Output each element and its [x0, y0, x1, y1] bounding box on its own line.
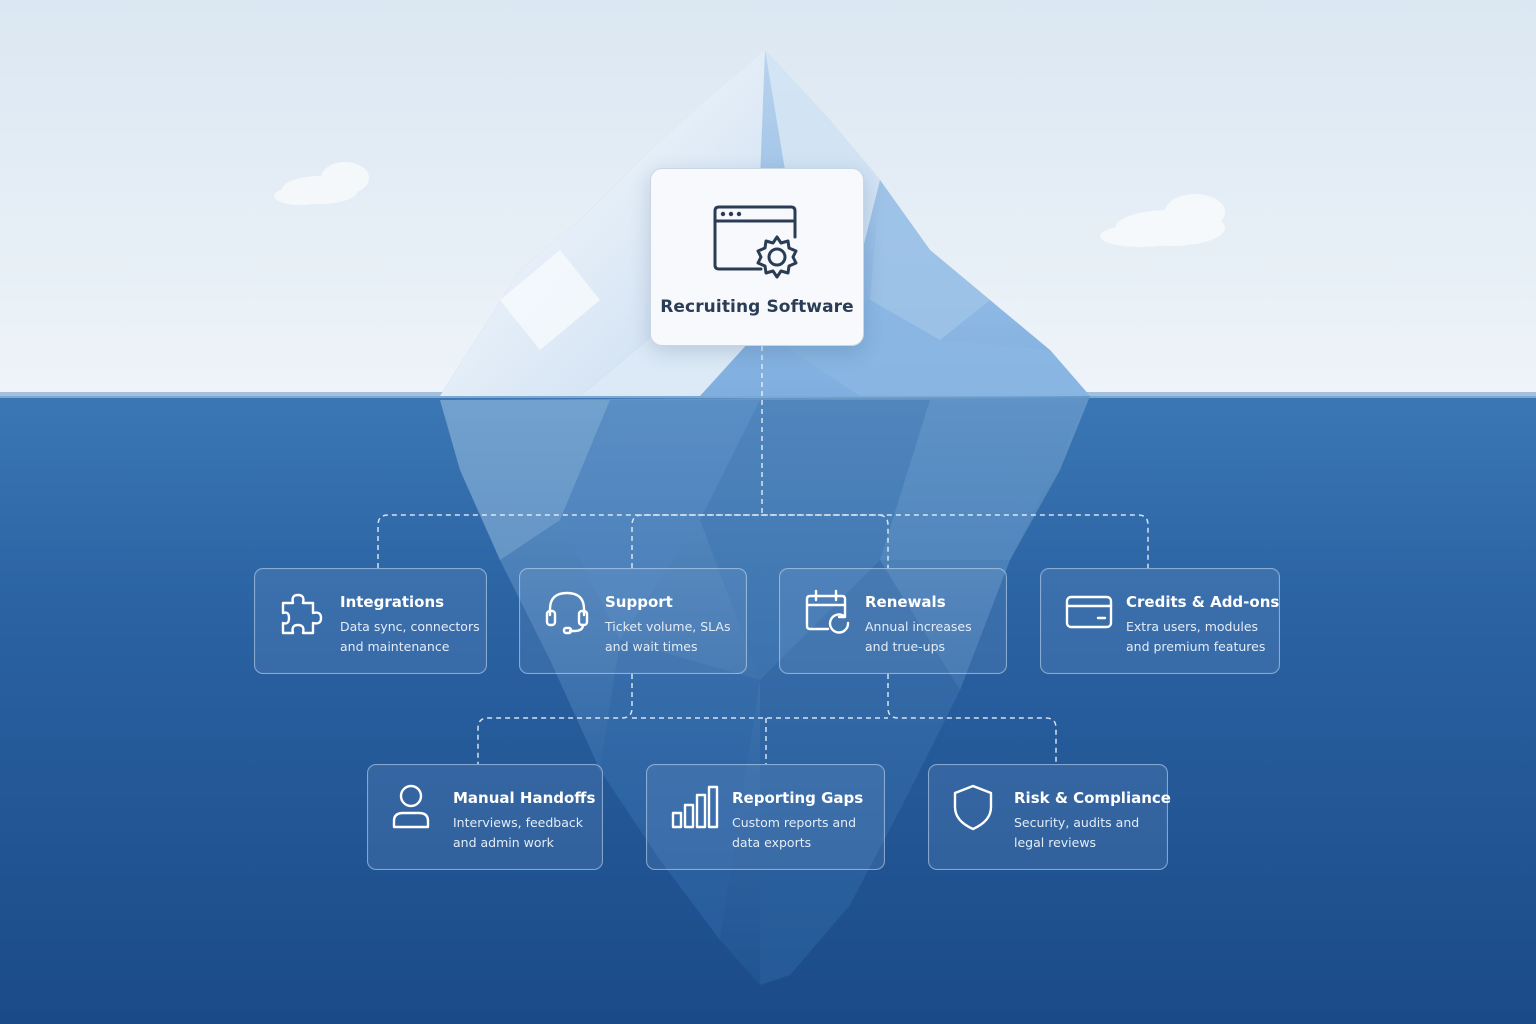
card-renewals[interactable]: Renewals Annual increases and true-ups [779, 568, 1007, 674]
card-integrations[interactable]: Integrations Data sync, connectors and m… [254, 568, 487, 674]
support-desc: Ticket volume, SLAs and wait times [605, 619, 731, 654]
browser-gear-icon [713, 205, 798, 279]
calendar-refresh-icon [805, 589, 850, 634]
card-support[interactable]: Support Ticket volume, SLAs and wait tim… [519, 568, 747, 674]
integrations-title: Integrations [340, 593, 445, 611]
bar-chart-icon [671, 785, 719, 829]
card-risk-compliance[interactable]: Risk & Compliance Security, audits and l… [928, 764, 1171, 870]
integrations-desc: Data sync, connectors and maintenance [340, 619, 480, 654]
recruiting-software-title: Recruiting Software [660, 297, 854, 317]
headset-icon [545, 591, 589, 635]
puzzle-icon [281, 593, 323, 635]
card-reporting-gaps[interactable]: Reporting Gaps Custom reports and data e… [646, 764, 885, 870]
recruiting-software-card[interactable]: Recruiting Software [650, 168, 864, 346]
credits-addons-desc: Extra users, modules and premium feature… [1126, 619, 1266, 654]
renewals-title: Renewals [865, 593, 946, 611]
reporting-gaps-desc: Custom reports and data exports [732, 815, 857, 850]
renewals-desc: Annual increases and true-ups [865, 619, 972, 654]
reporting-gaps-title: Reporting Gaps [732, 789, 864, 807]
manual-handoffs-desc: Interviews, feedback and admin work [453, 815, 584, 850]
shield-icon [953, 784, 993, 831]
support-title: Support [605, 593, 673, 611]
credits-addons-title: Credits & Add-ons [1126, 593, 1280, 611]
manual-handoffs-title: Manual Handoffs [453, 789, 596, 807]
credit-card-icon [1065, 595, 1113, 629]
person-icon [392, 784, 430, 829]
risk-compliance-title: Risk & Compliance [1014, 789, 1171, 807]
risk-compliance-desc: Security, audits and legal reviews [1014, 815, 1140, 850]
card-credits-addons[interactable]: Credits & Add-ons Extra users, modules a… [1040, 568, 1280, 674]
card-manual-handoffs[interactable]: Manual Handoffs Interviews, feedback and… [367, 764, 603, 870]
